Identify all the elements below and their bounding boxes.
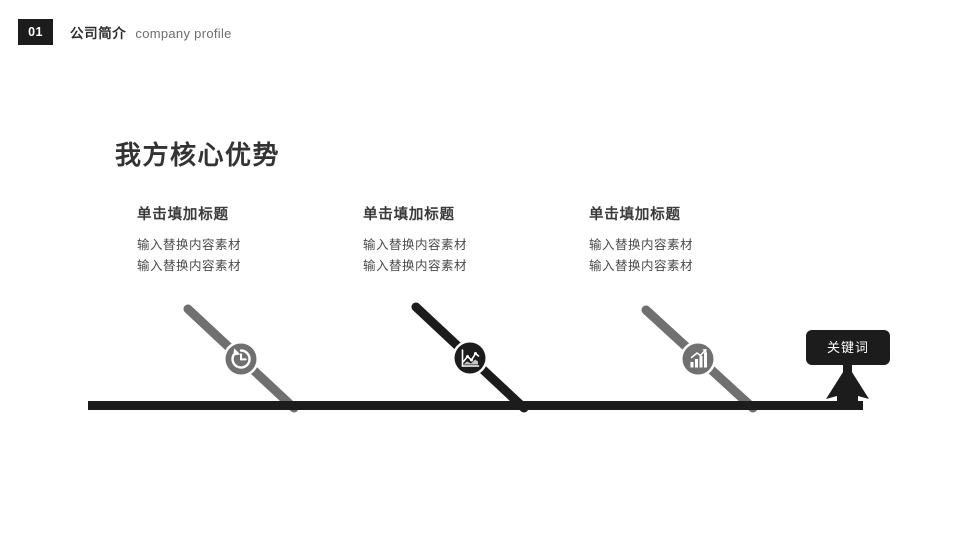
column-title: 单击填加标题 [363, 207, 455, 223]
branch-line-2 [411, 302, 529, 413]
keyword-callout-label: 关键词 [826, 340, 869, 355]
header-title-cn: 公司简介 [70, 26, 127, 41]
column-title: 单击填加标题 [137, 207, 229, 223]
arrow-head-icon [826, 365, 869, 410]
keyword-callout-box[interactable]: 关键词 [806, 330, 890, 365]
column-body-line: 输入替换内容素材 [137, 238, 242, 253]
branch-line-3 [641, 305, 758, 413]
arrow-stem [843, 358, 852, 408]
page-title: 我方核心优势 [115, 140, 281, 170]
section-number-badge: 01 [18, 19, 53, 45]
column-body-line: 输入替换内容素材 [363, 258, 468, 273]
branch-line-1 [183, 304, 299, 413]
content-column-1: 单击填加标题 输入替换内容素材 输入替换内容素材 [137, 206, 357, 276]
clock-history-icon [223, 341, 259, 377]
line-chart-icon [452, 340, 488, 376]
column-title: 单击填加标题 [589, 207, 681, 223]
content-column-3: 单击填加标题 输入替换内容素材 输入替换内容素材 [589, 206, 809, 276]
column-body-line: 输入替换内容素材 [589, 238, 694, 253]
header-title-en: company profile [135, 26, 232, 41]
slide-header: 01 公司简介 company profile [0, 0, 960, 62]
baseline-spine [88, 401, 863, 410]
content-column-2: 单击填加标题 输入替换内容素材 输入替换内容素材 [363, 206, 583, 276]
bar-chart-growth-icon [680, 341, 716, 377]
header-title-group: 公司简介 company profile [70, 22, 232, 42]
column-body-line: 输入替换内容素材 [589, 258, 694, 273]
column-body-line: 输入替换内容素材 [363, 238, 468, 253]
column-body-line: 输入替换内容素材 [137, 258, 242, 273]
